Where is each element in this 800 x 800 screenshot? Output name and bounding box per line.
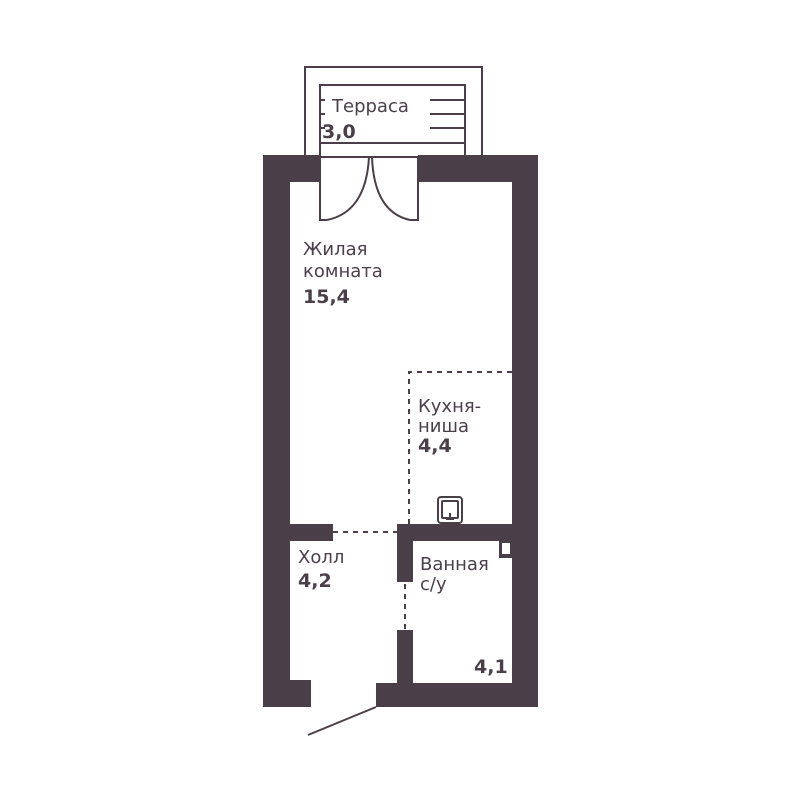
- living-name-1: Жилая: [303, 239, 367, 260]
- wall-bathroom-top: [397, 524, 512, 541]
- wall-bottom-right: [376, 683, 538, 707]
- wall-bottom-left: [263, 680, 311, 707]
- living-area: 15,4: [303, 286, 350, 308]
- wall-left: [263, 155, 290, 707]
- wall-bathroom-left-lower: [397, 630, 413, 683]
- terrace: [304, 66, 483, 158]
- terrace-deck-lines: [320, 99, 465, 129]
- hall-name: Холл: [298, 547, 344, 568]
- terrace-name: Терраса: [331, 96, 409, 117]
- kitchen-name-2: ниша: [418, 416, 469, 437]
- wall-right: [512, 155, 538, 707]
- wall-top-left: [263, 155, 320, 182]
- entrance-door[interactable]: [307, 706, 377, 736]
- bathroom-area: 4,1: [474, 656, 508, 678]
- bathroom-name-2: с/у: [420, 574, 447, 595]
- sink-icon: [437, 496, 463, 524]
- wall-bathroom-left-upper: [397, 524, 413, 582]
- bathroom-name-1: Ванная: [420, 554, 489, 575]
- balcony-door[interactable]: [319, 156, 419, 221]
- kitchen-zone-line: [408, 371, 512, 524]
- kitchen-area: 4,4: [418, 435, 452, 457]
- kitchen-name-1: Кухня-: [418, 396, 481, 417]
- terrace-inner-rail: [319, 84, 466, 158]
- terrace-area: 3,0: [322, 121, 356, 143]
- wall-top-right: [418, 155, 538, 182]
- wall-hall-stub: [290, 524, 333, 541]
- hall-area: 4,2: [298, 570, 332, 592]
- walls: [263, 155, 538, 707]
- living-name-2: комната: [303, 261, 383, 282]
- shaft-opening: [502, 543, 510, 554]
